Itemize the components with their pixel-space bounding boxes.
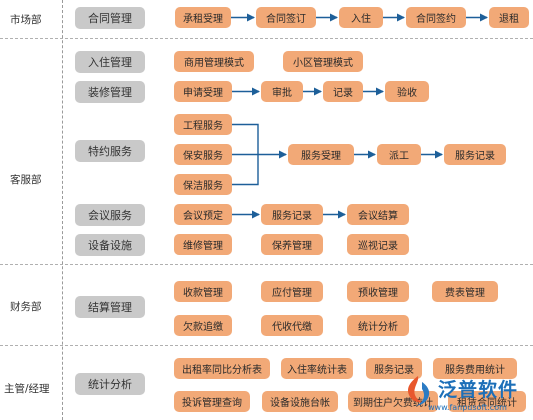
flow-box: 退租 [489, 7, 529, 28]
flow-box: 服务受理 [288, 144, 354, 165]
dept-finance: 财务部 [10, 301, 42, 313]
item-box: 商用管理模式 [174, 51, 254, 72]
item-box: 服务记录 [366, 358, 422, 379]
section-separator [0, 264, 533, 265]
brand-logo: 泛普软件 www.fanpusoft.com [398, 371, 533, 420]
item-box: 保养管理 [261, 234, 323, 255]
flow-box: 申请受理 [174, 81, 232, 102]
section-separator [0, 38, 533, 39]
flow-box: 验收 [385, 81, 429, 102]
flow-box: 记录 [323, 81, 363, 102]
source-box: 工程服务 [174, 114, 232, 135]
module-meeting: 会议服务 [75, 204, 145, 226]
item-box: 巡视记录 [347, 234, 409, 255]
item-box: 小区管理模式 [283, 51, 363, 72]
flow-box: 会议预定 [174, 204, 232, 225]
item-box: 出租率同比分析表 [174, 358, 270, 379]
dept-divider-line [62, 0, 63, 420]
item-box: 收款管理 [174, 281, 232, 302]
source-box: 保安服务 [174, 144, 232, 165]
item-box: 维修管理 [174, 234, 232, 255]
logo-name: 泛普软件 [438, 379, 519, 401]
section-separator [0, 345, 533, 346]
flow-box: 合同签订 [256, 7, 316, 28]
item-box: 服务费用统计 [433, 358, 517, 379]
flow-box: 派工 [377, 144, 421, 165]
dept-market: 市场部 [10, 14, 42, 26]
module-contract: 合同管理 [75, 7, 145, 29]
dept-manager: 主管/经理 [4, 383, 50, 395]
item-box: 设备设施台帐 [262, 391, 338, 412]
item-box: 投诉管理查询 [174, 391, 250, 412]
item-box: 统计分析 [347, 315, 409, 336]
item-box: 应付管理 [261, 281, 323, 302]
item-box: 代收代缴 [261, 315, 323, 336]
flow-box: 承租受理 [175, 7, 231, 28]
item-box: 预收管理 [347, 281, 409, 302]
module-analysis: 统计分析 [75, 373, 145, 395]
module-decoration: 装修管理 [75, 81, 145, 103]
module-settlement: 结算管理 [75, 296, 145, 318]
logo-url: www.fanpusoft.com [428, 403, 507, 412]
logo-icon [408, 376, 430, 406]
flow-box: 入住 [339, 7, 383, 28]
module-special: 特约服务 [75, 140, 145, 162]
item-box: 租赁合同统计 [448, 391, 526, 412]
item-box: 费表管理 [432, 281, 498, 302]
flow-box: 服务记录 [261, 204, 323, 225]
source-box: 保洁服务 [174, 174, 232, 195]
flow-box: 服务记录 [444, 144, 506, 165]
item-box: 入住率统计表 [281, 358, 353, 379]
module-checkin: 入住管理 [75, 51, 145, 73]
module-facility: 设备设施 [75, 234, 145, 256]
flow-box: 合同签约 [406, 7, 466, 28]
flow-box: 会议结算 [347, 204, 409, 225]
item-box: 欠款追缴 [174, 315, 232, 336]
dept-service: 客服部 [10, 174, 42, 186]
flow-box: 审批 [261, 81, 303, 102]
